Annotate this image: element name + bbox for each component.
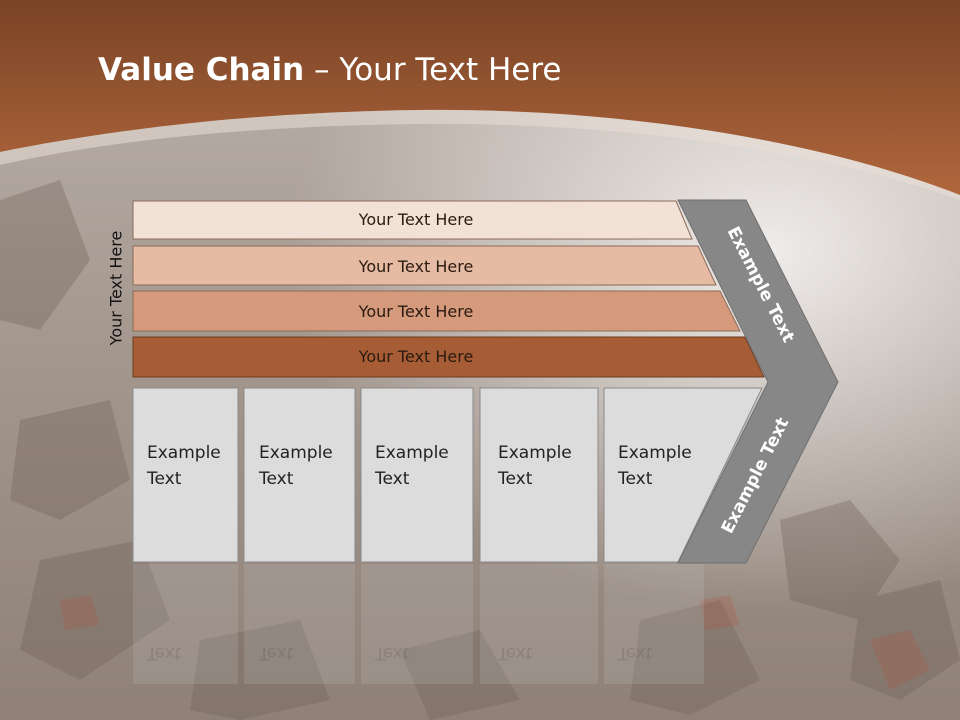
band-4-label: Your Text Here (358, 347, 474, 366)
band-2-label: Your Text Here (358, 257, 474, 276)
column-3-line2: Text (374, 469, 410, 489)
column-4-line2: Text (497, 469, 533, 489)
slide-title-rest: – Your Text Here (304, 52, 562, 88)
column-2-line1: Example (259, 443, 333, 463)
reflection-label-3: Text (374, 643, 410, 663)
reflection-label-4: Text (497, 643, 533, 663)
column-reflection: Text Text Text Text Text (133, 564, 704, 684)
band-1 (132, 200, 693, 240)
reflection-label-1: Text (146, 643, 182, 663)
band-1-label: Your Text Here (358, 210, 474, 229)
column-5-line2: Text (617, 469, 653, 489)
band-4 (132, 336, 765, 378)
column-box-1 (132, 387, 239, 563)
column-5-line1: Example (618, 443, 692, 463)
column-4-line1: Example (498, 443, 572, 463)
column-group: Example Text Example Text Example Text E… (132, 387, 763, 563)
band-2 (132, 245, 717, 286)
band-group: Your Text Here Your Text Here Your Text … (132, 200, 765, 378)
slide-title: Value Chain – Your Text Here (98, 52, 561, 88)
column-2-line2: Text (258, 469, 294, 489)
column-box-2 (243, 387, 356, 563)
reflection-label-5: Text (617, 643, 653, 663)
column-3-line1: Example (375, 443, 449, 463)
chevron-arrow (677, 199, 839, 564)
band-3 (132, 290, 741, 332)
slide-title-bold: Value Chain (98, 52, 305, 88)
band-3-label: Your Text Here (358, 302, 474, 321)
reflection-label-2: Text (258, 643, 294, 663)
column-box-4 (479, 387, 599, 563)
column-1-line2: Text (146, 469, 182, 489)
column-1-line1: Example (147, 443, 221, 463)
column-box-3 (360, 387, 474, 563)
